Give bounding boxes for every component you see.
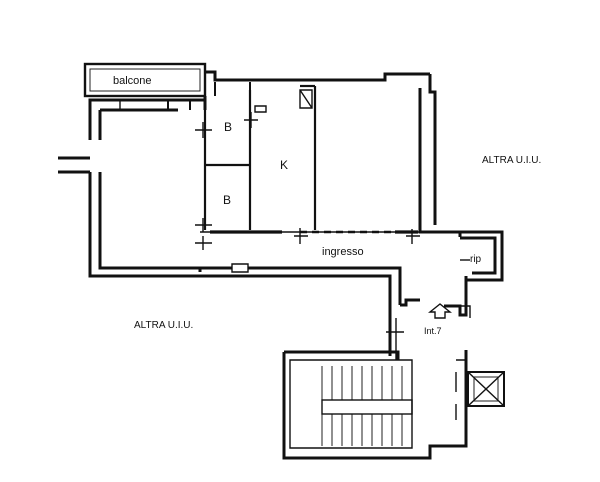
- apartment-outer-walls: [88, 70, 462, 305]
- storage-label: rip: [470, 254, 482, 265]
- other-unit-left-label: ALTRA U.I.U.: [134, 320, 193, 331]
- entry-lobby: [386, 280, 471, 360]
- balcony: [83, 62, 207, 98]
- stairwell: [282, 350, 468, 460]
- balcony-label: balcone: [113, 75, 152, 87]
- door-marks: [195, 89, 420, 273]
- entrance-label: ingresso: [322, 246, 364, 258]
- interior-partitions: [119, 82, 430, 234]
- other-unit-right-label: ALTRA U.I.U.: [482, 155, 541, 166]
- kitchen-label: K: [280, 158, 288, 172]
- shaft-cross-icon: [467, 371, 505, 407]
- bath-upper-label: B: [224, 120, 232, 134]
- unit-entry-label: Int.7: [424, 326, 442, 336]
- corridor-stub: [58, 156, 90, 174]
- storage-room: [460, 230, 504, 282]
- stair-treads-upper: [321, 366, 403, 400]
- bath-lower-label: B: [223, 193, 231, 207]
- entry-arrow-icon: [428, 303, 452, 319]
- stair-treads-lower: [321, 414, 403, 446]
